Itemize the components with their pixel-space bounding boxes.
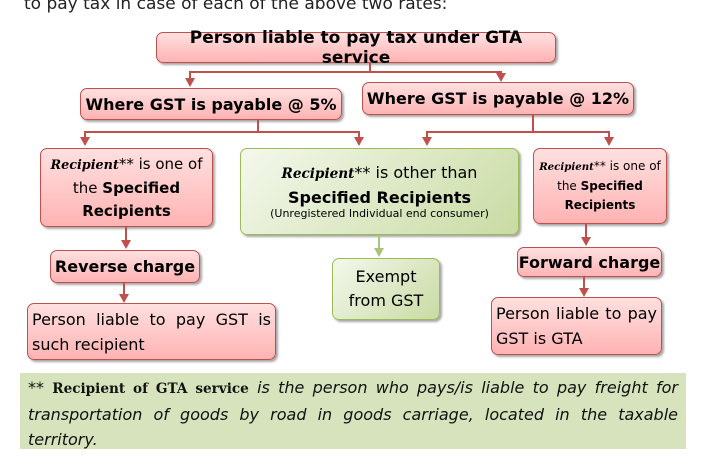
text: is one of the [557, 159, 661, 193]
left-result-box: Person liable to pay GST is such recipie… [27, 303, 276, 360]
arrow-icon [579, 288, 589, 297]
connector [426, 131, 428, 137]
stars: ** [118, 154, 134, 173]
connector [426, 131, 610, 133]
arrow-icon [119, 294, 129, 303]
arrow-icon [374, 248, 384, 257]
connector [257, 120, 259, 132]
arrow-icon [604, 137, 614, 146]
forward-charge-box: Forward charge [517, 247, 662, 277]
arrow-icon [581, 237, 591, 246]
rate-5-box: Where GST is payable @ 5% [80, 88, 342, 120]
arrow-icon [185, 78, 195, 87]
connector [358, 131, 360, 137]
recipient-term: Recipient [50, 157, 119, 173]
footnote-text: is the person who pays/is liable to pay … [28, 378, 679, 449]
stars: ** [593, 159, 606, 173]
specified-recipients: Specified Recipients [564, 179, 643, 212]
connector [583, 277, 585, 289]
recipient-term: Recipient [281, 166, 355, 182]
note: (Unregistered Individual end consumer) [270, 207, 489, 220]
root-box: Person liable to pay tax under GTA servi… [156, 28, 556, 68]
arrow-icon [121, 240, 131, 249]
intro-text: to pay tax in case of each of the above … [24, 0, 448, 14]
specified-recipients: Specified Recipients [287, 188, 472, 207]
reverse-charge-box: Reverse charge [50, 250, 200, 283]
right-result-box: Person liable to pay GST is GTA [491, 297, 662, 355]
connector [378, 235, 380, 249]
connector [189, 71, 191, 79]
connector [369, 63, 371, 72]
stars: ** [354, 163, 371, 182]
connector [84, 131, 360, 133]
exempt-box: Exempt from GST [332, 258, 440, 320]
rate-12-box: Where GST is payable @ 12% [362, 82, 634, 115]
footnote-term: Recipient of GTA service [52, 381, 249, 397]
connector [585, 224, 587, 238]
arrow-icon [354, 137, 364, 146]
recipient-term: Recipient [539, 161, 594, 173]
arrow-icon [496, 73, 506, 82]
connector [189, 71, 502, 73]
text: is one of the [72, 154, 203, 197]
connector [84, 131, 86, 137]
specified-recipients: Specified Recipients [82, 178, 181, 220]
connector [532, 115, 534, 132]
stars: ** [28, 378, 53, 397]
text: is other than [370, 163, 478, 182]
left-recipient-box: Recipient** is one of the Specified Reci… [40, 148, 213, 227]
connector [125, 227, 127, 241]
middle-recipient-box: Recipient** is other than Specified Reci… [240, 148, 519, 235]
arrow-icon [422, 137, 432, 146]
right-recipient-box: Recipient** is one of the Specified Reci… [533, 148, 667, 224]
arrow-icon [80, 137, 90, 146]
connector [123, 283, 125, 295]
connector [608, 131, 610, 137]
footnote: ** Recipient of GTA service is the perso… [20, 373, 686, 449]
